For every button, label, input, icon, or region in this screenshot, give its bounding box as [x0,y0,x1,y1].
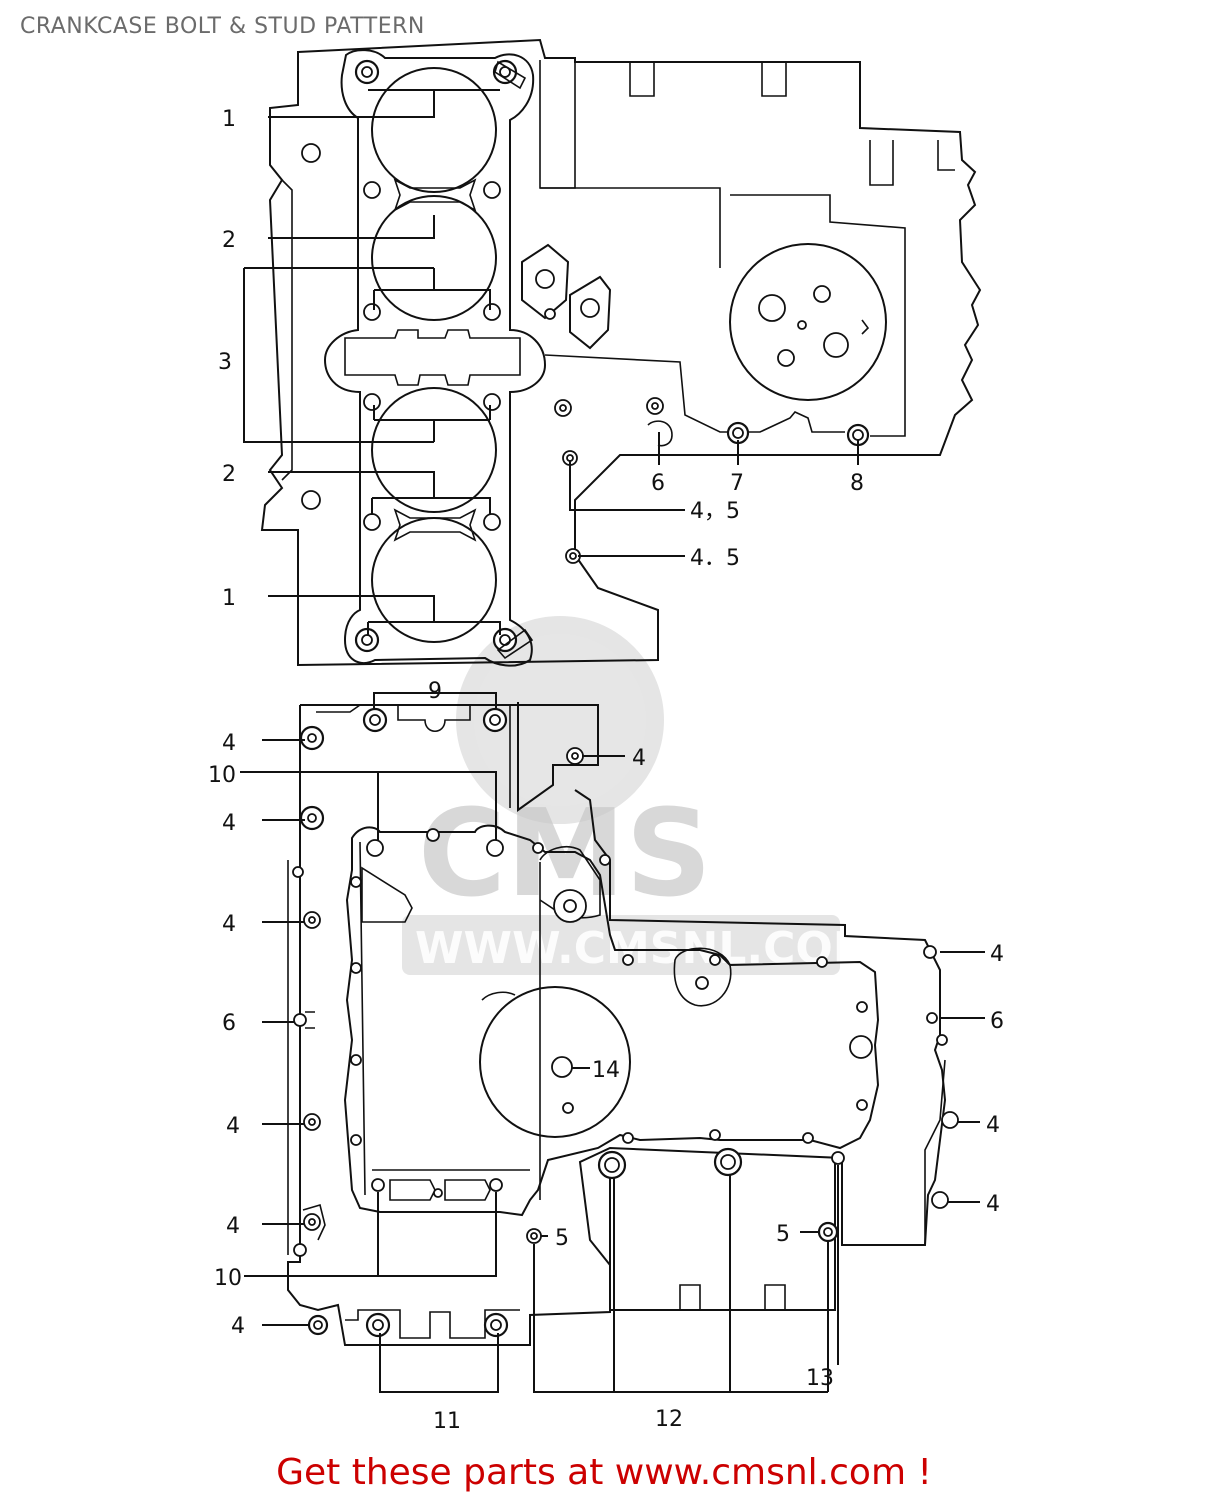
lower-leaders [240,692,985,1393]
watermark: CMS WWW.CMSNL.COM [402,616,877,975]
callout-14: 14 [592,1058,620,1083]
callout-6-right: 6 [990,1009,1004,1034]
lower-crankcase [287,702,959,1346]
callout-4-left-2: 4 [222,811,236,836]
callout-4-left-4: 4 [226,1114,240,1139]
callout-4-right-1: 4 [632,746,646,771]
callout-10-bot: 10 [214,1266,242,1291]
callout-7: 7 [730,471,744,496]
upper-crankcase [260,38,982,667]
watermark-url: WWW.CMSNL.COM [415,923,877,974]
callout-4-5-b: 4．5 [690,546,740,571]
callout-4-right-3: 4 [986,1113,1000,1138]
callout-1-top: 1 [222,107,236,132]
callout-4-right-4: 4 [986,1192,1000,1217]
upper-leaders [243,89,859,635]
callout-4-left-1: 4 [222,731,236,756]
callout-8: 8 [850,471,864,496]
callout-3: 3 [218,350,232,375]
crankcase-diagram: CMS WWW.CMSNL.COM [208,38,1004,1434]
callout-4-left-5: 4 [226,1214,240,1239]
callout-2-top: 2 [222,228,236,253]
callout-13: 13 [806,1366,834,1391]
callout-4-right-2: 4 [990,942,1004,967]
callout-11: 11 [433,1409,461,1434]
callout-12: 12 [655,1407,683,1432]
callout-10-top: 10 [208,763,236,788]
callout-1-bot: 1 [222,586,236,611]
callout-5-b: 5 [776,1222,790,1247]
callout-6-top: 6 [651,471,665,496]
callout-4-left-6: 4 [231,1314,245,1339]
callout-9: 9 [428,679,442,704]
callout-4-5-a: 4，5 [690,499,740,524]
footer-banner: Get these parts at www.cmsnl.com ! [0,1452,1208,1493]
callout-labels: 1 2 3 2 1 6 7 8 4，5 4．5 9 4 4 10 4 4 6 4… [208,107,1004,1434]
callout-5-a: 5 [555,1226,569,1251]
callout-4-left-3: 4 [222,912,236,937]
callout-6-left: 6 [222,1011,236,1036]
callout-2-mid: 2 [222,462,236,487]
footer-link[interactable]: Get these parts at www.cmsnl.com ! [276,1452,932,1493]
page-title: CRANKCASE BOLT & STUD PATTERN [20,14,425,39]
